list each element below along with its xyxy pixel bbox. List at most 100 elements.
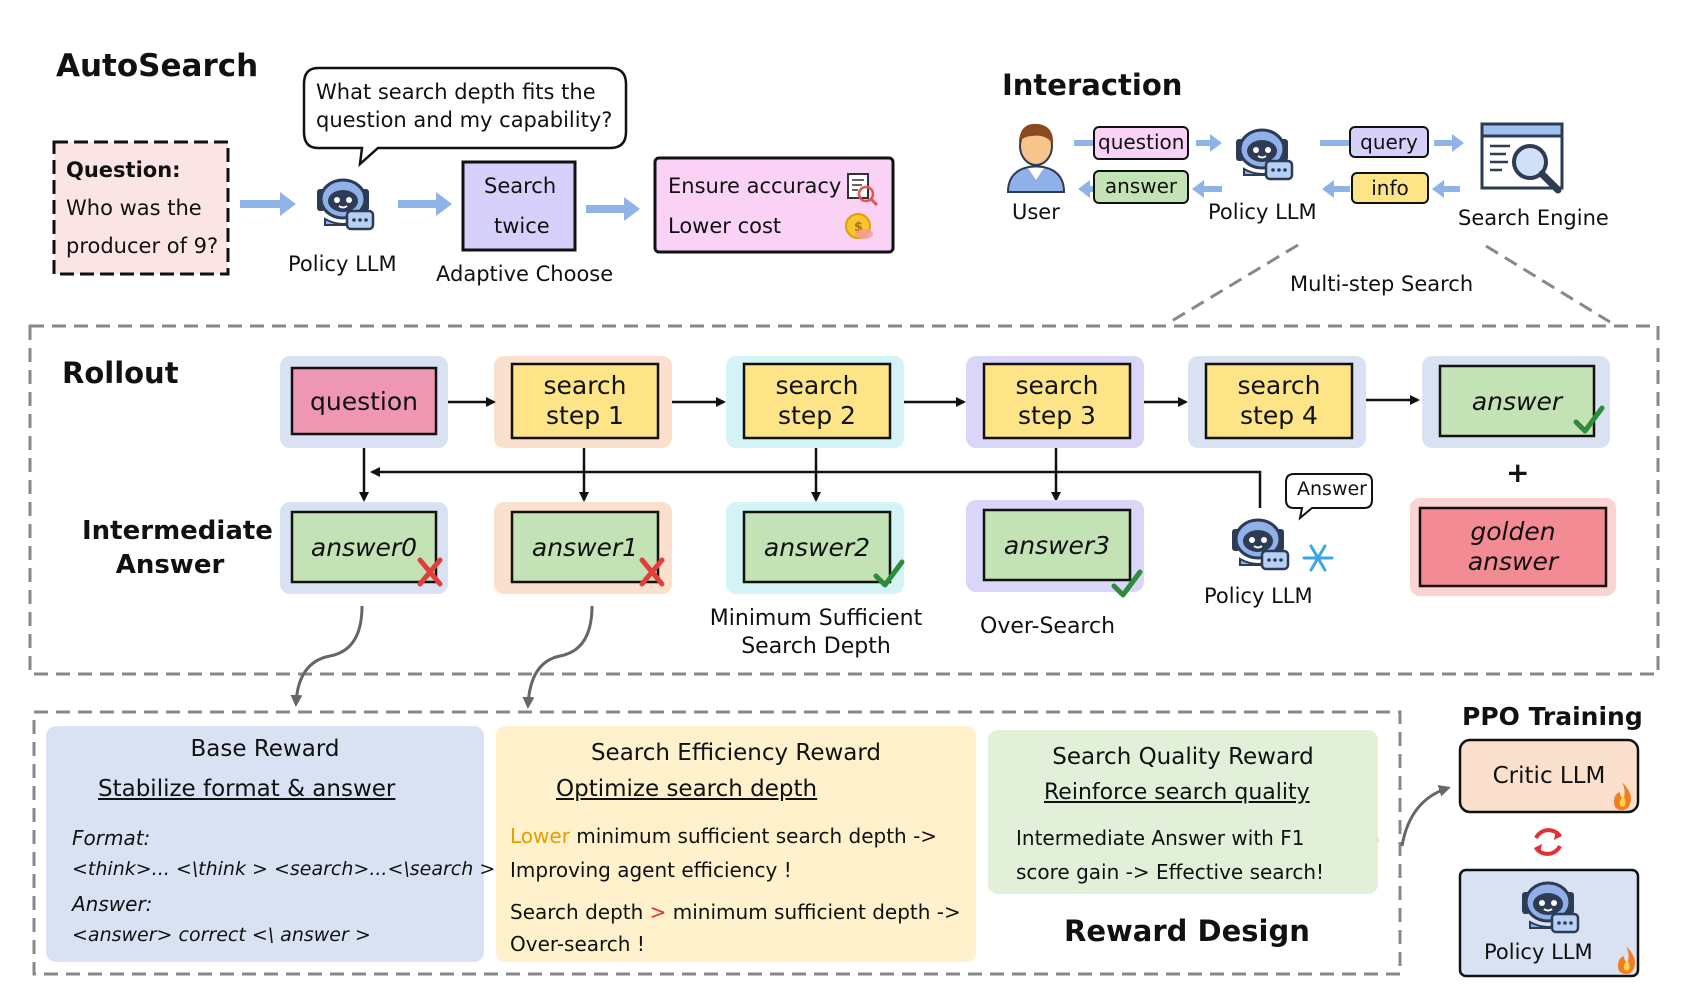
quality-reward-title: Search Quality Reward (1052, 744, 1314, 770)
answer1-label: answer1 (531, 532, 639, 562)
quality-reward-subtitle: Reinforce search quality (1044, 780, 1310, 805)
critic-llm-label: Critic LLM (1492, 763, 1606, 789)
answer0-node (290, 510, 438, 584)
answer0-label: answer0 (310, 532, 418, 562)
answer1-node (510, 510, 660, 584)
efficiency-reward-subtitle: Optimize search depth (556, 776, 818, 802)
answer-chip (1093, 170, 1189, 204)
search-twice-line1: Search (484, 174, 557, 198)
efficiency-line4: Over-search ! (510, 932, 645, 956)
step3-line1: search (1015, 371, 1099, 400)
answer-bubble (1285, 473, 1373, 521)
golden-answer-node (1418, 506, 1608, 588)
efficiency-line2: Improving agent efficiency ! (510, 858, 792, 882)
step2-node (742, 362, 892, 440)
user-label: User (1012, 200, 1060, 224)
step4-line2: step 4 (1240, 401, 1318, 430)
efficiency-line3-highlight: > (649, 900, 667, 924)
question-line1: Who was the (66, 196, 202, 220)
format-value: <think>... <\think > <search>...<\search… (72, 858, 496, 880)
autosearch-title: AutoSearch (56, 48, 259, 84)
question-label: Question: (66, 158, 181, 182)
step3-node (982, 362, 1132, 440)
query-chip (1349, 126, 1429, 158)
question-node (290, 366, 438, 436)
question-chip (1093, 126, 1189, 160)
efficiency-line3: Search depth > minimum sufficient depth … (510, 900, 961, 924)
snowflake-icon (1302, 544, 1334, 572)
rollout-arrows (359, 395, 1420, 508)
curve-arrow-base (290, 605, 364, 707)
over-search-label: Over-Search (980, 614, 1116, 639)
adaptive-choose-label: Adaptive Choose (436, 262, 614, 286)
svg-text:$: $ (854, 220, 863, 235)
ppo-title: PPO Training (1462, 702, 1643, 731)
policy-llm-label-ppo: Policy LLM (1484, 940, 1593, 964)
coin-icon: $ (845, 213, 873, 239)
answer-value: <answer> correct <\ answer > (72, 924, 371, 946)
base-reward-subtitle: Stabilize format & answer (98, 776, 396, 802)
answer-bubble-label: Answer (1297, 478, 1367, 500)
robot-icon-interaction (1234, 128, 1294, 181)
rollout-title: Rollout (62, 356, 179, 390)
step1-line1: search (543, 371, 627, 400)
efficiency-line1: Lower minimum sufficient search depth -> (510, 824, 937, 848)
step2-line2: step 2 (778, 401, 856, 430)
format-label: Format: (72, 826, 151, 850)
intermediate-line2: Answer (115, 550, 225, 580)
efficiency-line1-highlight: Lower (510, 824, 570, 848)
interaction-title: Interaction (1002, 68, 1183, 102)
query-chip-label: query (1360, 130, 1418, 154)
efficiency-line1-rest: minimum sufficient search depth -> (569, 824, 938, 848)
info-chip-label: info (1371, 176, 1409, 200)
policy-llm-box (1458, 868, 1640, 978)
step3-line2: step 3 (1018, 401, 1096, 430)
answer-chip-label: answer (1104, 174, 1178, 198)
search-engine-label: Search Engine (1458, 206, 1609, 230)
rollout-frame (28, 324, 1660, 676)
base-reward-title: Base Reward (190, 736, 340, 762)
search-engine-icon (1480, 122, 1564, 194)
thought-bubble (302, 66, 628, 168)
document-search-icon (847, 173, 879, 207)
min-sufficient-line1: Minimum Sufficient (709, 606, 923, 631)
answer-node (1438, 364, 1596, 438)
thought-line1: What search depth fits the (316, 80, 596, 104)
step1-node (510, 362, 660, 440)
thought-line2: question and my capability? (316, 108, 613, 132)
flow-arrows-top (240, 192, 640, 221)
reward-design-title: Reward Design (1064, 914, 1310, 948)
multi-step-label: Multi-step Search (1290, 272, 1474, 296)
goal-line2: Lower cost (668, 214, 782, 238)
policy-llm-label-rollout: Policy LLM (1204, 584, 1313, 608)
policy-llm-label-interaction: Policy LLM (1208, 200, 1317, 224)
intermediate-line1: Intermediate (82, 516, 273, 546)
answer2-label: answer2 (763, 532, 871, 562)
zoom-line-left (1169, 243, 1299, 324)
step2-line1: search (775, 371, 859, 400)
curve-arrow-efficiency (522, 605, 594, 709)
goal-line1: Ensure accuracy (668, 174, 842, 198)
robot-icon-rollout (1230, 518, 1290, 571)
step4-line1: search (1237, 371, 1321, 400)
ppo-arrow (1400, 784, 1451, 847)
question-line2: producer of 9? (66, 234, 219, 258)
goal-box (653, 156, 895, 254)
reward-frame (32, 710, 1402, 976)
efficiency-reward-title: Search Efficiency Reward (590, 740, 882, 766)
answer3-label: answer3 (1003, 530, 1111, 560)
efficiency-line3-rest: minimum sufficient depth -> (666, 900, 961, 924)
zoom-line-right (1485, 244, 1611, 324)
efficiency-line3-start: Search depth (510, 900, 650, 924)
step1-line2: step 1 (546, 401, 624, 430)
question-box (52, 140, 230, 276)
min-sufficient-line2: Search Depth (741, 634, 891, 659)
golden-line2: answer (1467, 547, 1559, 576)
robot-icon (315, 178, 375, 231)
refresh-icon (1534, 828, 1562, 856)
